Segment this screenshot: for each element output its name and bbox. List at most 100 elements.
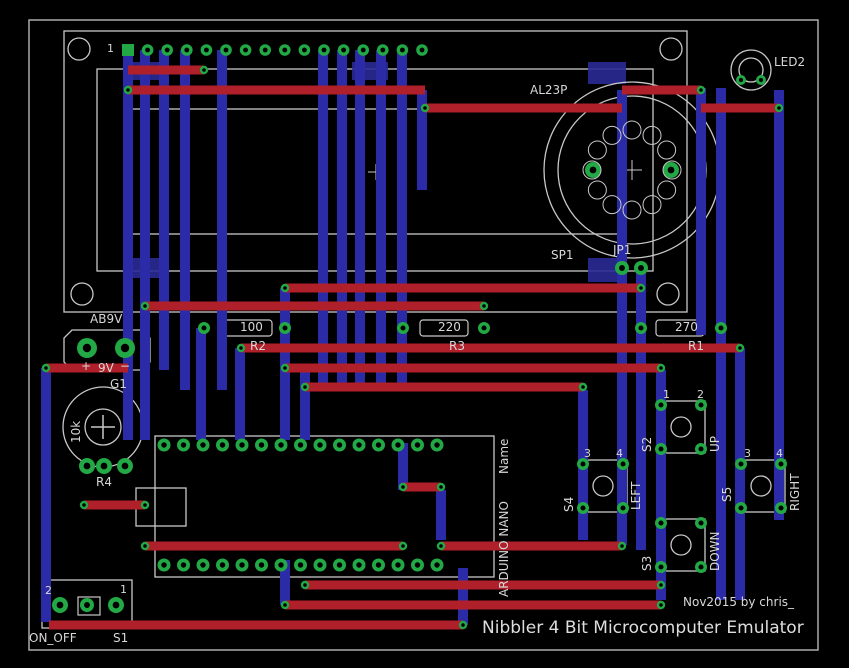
pad-drill: [638, 265, 644, 271]
pad-drill: [282, 325, 288, 331]
bottom-copper-trace: [217, 50, 227, 390]
pushbutton-actuator: [592, 475, 614, 497]
pad-drill: [112, 601, 120, 609]
speaker-grille-hole: [657, 180, 677, 200]
pad-drill: [239, 346, 243, 350]
pad-drill: [297, 442, 304, 448]
bottom-copper-trace: [300, 368, 310, 440]
pad-drill: [336, 442, 343, 448]
s3-name-label: S3: [640, 555, 654, 571]
pad-drill: [758, 77, 764, 83]
s5-name-label: S5: [720, 486, 734, 502]
pad-drill: [317, 442, 323, 448]
pad-drill: [419, 47, 425, 53]
potentiometer-knob: [84, 408, 122, 446]
speaker-grille-hole: [587, 140, 607, 160]
s4-pin4-label: 4: [616, 447, 623, 460]
top-copper-trace: [46, 363, 128, 373]
pad-drill: [667, 166, 675, 174]
pad-drill: [619, 265, 625, 271]
pad-drill: [481, 325, 487, 331]
pad-drill: [258, 442, 265, 448]
bottom-copper-trace: [398, 443, 408, 490]
pad-drill: [297, 562, 304, 568]
pad-drill: [143, 544, 147, 548]
pad-drill: [401, 485, 405, 489]
speaker-name-label: SP1: [551, 248, 574, 262]
r1-value-label: 270: [675, 320, 698, 334]
battery-label: AB9V: [90, 312, 123, 326]
pad-drill: [658, 446, 664, 452]
pad-drill: [161, 442, 167, 448]
top-copper-trace: [285, 363, 661, 373]
s4-label: LEFT: [629, 481, 643, 510]
pad-drill: [638, 325, 644, 331]
pad-drill: [401, 544, 405, 548]
bottom-copper-trace: [318, 50, 328, 390]
bottom-copper-trace: [636, 270, 646, 550]
bottom-copper-trace: [355, 50, 365, 390]
pushbutton-actuator: [750, 475, 772, 497]
lcd-module-outline: [63, 30, 688, 313]
pad-drill: [395, 442, 401, 448]
arduino-label: ARDUINO NANO: [497, 501, 511, 597]
pad-drill: [336, 562, 343, 568]
pad-drill: [180, 442, 187, 448]
top-copper-trace: [84, 500, 145, 510]
pad-drill: [258, 562, 265, 568]
pad-drill: [698, 402, 704, 408]
bottom-copper-trace: [735, 348, 745, 600]
arduino-outline: [154, 435, 495, 578]
pad-drill: [581, 385, 585, 389]
pad-drill: [659, 583, 663, 587]
s4-pin3-label: 3: [584, 447, 591, 460]
pad-drill: [738, 346, 742, 350]
pad-drill: [620, 505, 626, 511]
pad-drill: [620, 544, 624, 548]
pad-drill: [777, 106, 781, 110]
pad-drill: [360, 47, 366, 53]
pad-drill: [395, 562, 401, 568]
pad-drill: [698, 564, 704, 570]
speaker-grille-hole: [662, 160, 682, 180]
pad-drill: [589, 166, 597, 174]
speaker-grille-hole: [642, 125, 662, 145]
pad-drill: [414, 562, 421, 568]
pad-drill: [434, 562, 440, 568]
pad-drill: [439, 544, 443, 548]
bottom-copper-trace: [123, 50, 133, 440]
s5-label: RIGHT: [788, 473, 802, 511]
pad-drill: [434, 442, 440, 448]
pad-drill: [699, 88, 703, 92]
jumper-label: JP1: [613, 243, 632, 257]
board-edge: [28, 19, 819, 651]
pad-drill: [219, 442, 226, 448]
pad-drill: [243, 47, 249, 53]
speaker-grille-hole: [642, 195, 662, 215]
pad-drill: [718, 325, 724, 331]
pad-square: [122, 44, 134, 56]
bottom-copper-trace: [159, 50, 169, 370]
pad-drill: [658, 402, 664, 408]
top-copper-trace: [145, 301, 484, 311]
pad-drill: [580, 505, 586, 511]
bottom-copper-trace: [140, 50, 150, 440]
pad-drill: [180, 562, 187, 568]
s1-name-label: S1: [113, 631, 129, 645]
speaker-grille-hole: [582, 160, 602, 180]
pad-drill: [778, 461, 784, 467]
pad-drill: [303, 583, 307, 587]
pad-drill: [778, 505, 784, 511]
pad-drill: [82, 343, 92, 353]
s5-pin4-label: 4: [776, 447, 783, 460]
s2-pin2-label: 2: [697, 388, 704, 401]
pad-drill: [202, 68, 206, 72]
s3-label: DOWN: [708, 531, 722, 571]
pad-drill: [283, 603, 287, 607]
pad-drill: [659, 366, 663, 370]
top-copper-trace: [128, 65, 204, 75]
speaker-grille-hole: [622, 200, 642, 220]
pad-drill: [161, 562, 167, 568]
r2-name-label: R2: [250, 339, 266, 353]
board-title: Nibbler 4 Bit Microcomputer Emulator: [482, 618, 804, 638]
